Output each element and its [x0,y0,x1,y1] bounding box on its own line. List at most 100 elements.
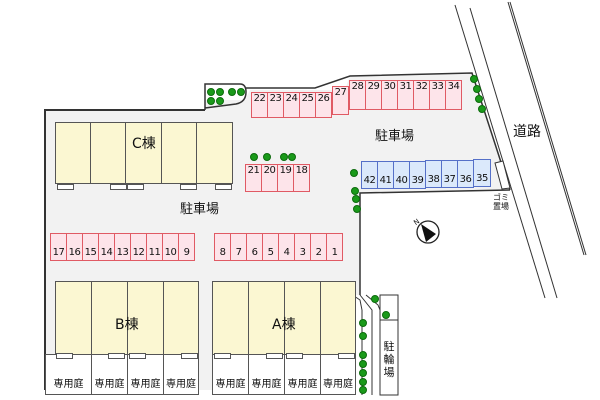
tree-icon [359,332,367,340]
parking-stall: 17 [50,233,67,261]
bicycle-char: 輪 [383,353,395,366]
parking-stall: 3 [294,233,311,261]
entrance [286,353,303,359]
parking-stall-blue: 41 [377,161,394,189]
parking-label-top: 駐車場 [375,129,415,144]
parking-stall-blue: 37 [441,160,458,188]
parking-stall: 2 [310,233,327,261]
tree-icon [237,88,245,96]
parking-stall: 19 [277,164,294,192]
tree-icon [359,360,367,368]
parking-stall: 8 [214,233,231,261]
tree-icon [359,386,367,394]
building-a-unit [320,281,356,359]
tree-icon [475,95,483,103]
tree-icon [359,369,367,377]
tree-icon [350,169,358,177]
tree-icon [216,88,224,96]
tree-icon [353,205,361,213]
building-b-unit [55,281,92,359]
private-garden: 専用庭 [248,354,285,395]
parking-stall: 9 [178,233,195,261]
parking-stall: 15 [82,233,99,261]
tree-icon [382,311,390,319]
building-c-unit [90,122,126,184]
svg-text:N: N [412,217,421,227]
parking-label-mid: 駐車場 [180,202,220,217]
parking-stall: 29 [365,80,382,110]
parking-stall-blue: 38 [425,160,442,188]
bicycle-char: 場 [383,366,395,379]
tree-icon [371,295,379,303]
parking-stall: 20 [261,164,278,192]
tree-icon [207,88,215,96]
private-garden: 専用庭 [163,354,199,395]
bicycle-parking-label: 駐 輪 場 [383,340,395,379]
garbage-label-line2: 置場 [493,202,509,211]
building-a-unit [212,281,249,359]
building-c-unit [196,122,233,184]
tree-icon [228,88,236,96]
parking-stall-blue: 39 [409,161,426,189]
parking-stall: 28 [349,80,366,110]
entrance [127,184,144,190]
parking-stall-blue: 42 [361,161,378,189]
building-c-unit [125,122,162,184]
parking-stall: 25 [299,92,316,118]
garbage-label-line1: ゴミ [493,193,509,202]
parking-stall: 14 [98,233,115,261]
building-c-label: C棟 [132,136,156,152]
tree-icon [352,195,360,203]
entrance [266,353,283,359]
private-garden: 専用庭 [320,354,356,395]
entrance [181,353,198,359]
parking-stall: 5 [262,233,279,261]
building-a-label: A棟 [272,317,296,333]
parking-stall: 27 [332,86,349,115]
entrance [215,184,232,190]
parking-stall: 4 [278,233,295,261]
north-arrow-icon: N [412,217,440,244]
parking-stall: 16 [66,233,83,261]
parking-stall-blue: 36 [457,160,474,188]
tree-icon [478,105,486,113]
parking-stall-blue: 40 [393,161,410,189]
private-garden: 専用庭 [45,354,92,395]
entrance [129,353,146,359]
tree-icon [216,97,224,105]
parking-stall: 26 [315,92,332,118]
tree-icon [250,153,258,161]
parking-stall: 18 [293,164,310,192]
bicycle-char: 駐 [383,340,395,353]
entrance [56,353,73,359]
tree-icon [351,187,359,195]
tree-icon [280,153,288,161]
entrance [108,353,125,359]
parking-stall: 10 [162,233,179,261]
garbage-area-label: ゴミ 置場 [493,193,509,211]
tree-icon [473,85,481,93]
private-garden: 専用庭 [91,354,128,395]
parking-stall-blue: 35 [473,159,491,187]
entrance [214,353,231,359]
tree-icon [263,153,271,161]
entrance [57,184,74,190]
parking-stall: 34 [445,80,462,110]
parking-stall: 7 [230,233,247,261]
building-b-label: B棟 [115,317,139,333]
building-c-unit [161,122,197,184]
road-label: 道路 [513,124,541,140]
parking-stall: 33 [429,80,446,110]
parking-stall: 11 [146,233,163,261]
tree-icon [359,319,367,327]
tree-icon [288,153,296,161]
parking-stall: 24 [283,92,300,118]
entrance [338,353,355,359]
building-b-unit [163,281,199,359]
parking-stall: 6 [246,233,263,261]
parking-stall: 22 [251,92,268,118]
tree-icon [207,97,215,105]
private-garden: 専用庭 [127,354,164,395]
tree-icon [470,75,478,83]
building-c-unit [55,122,91,184]
